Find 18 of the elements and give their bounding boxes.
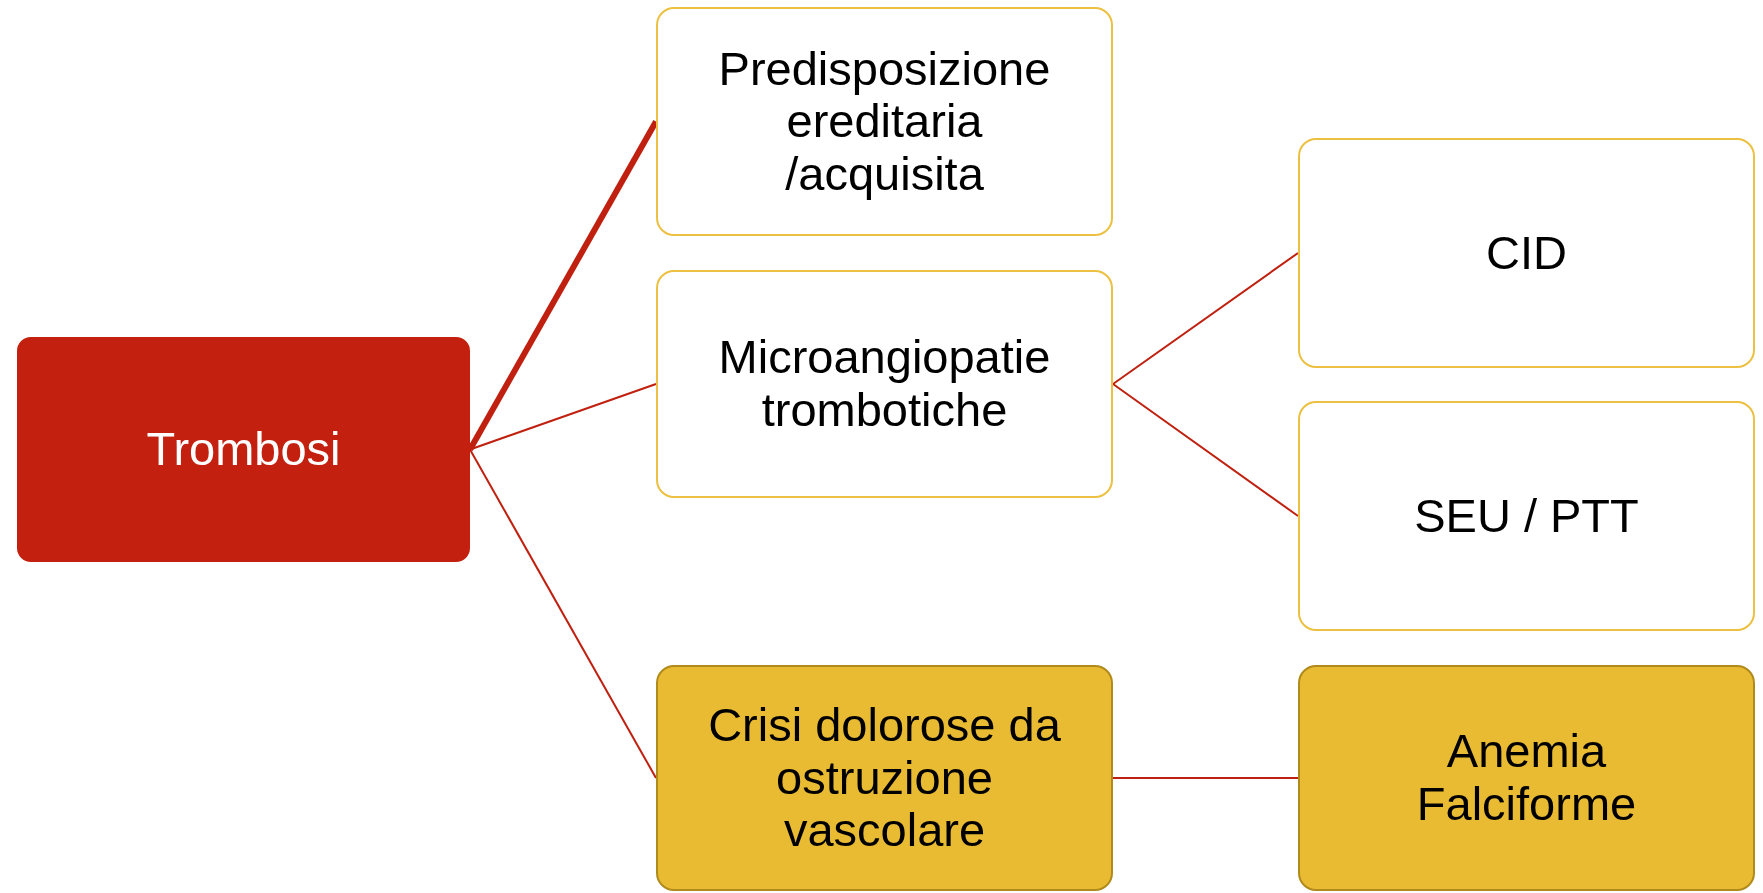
topic-box — [1298, 138, 1755, 368]
highlight-box — [1298, 665, 1755, 891]
connector-line — [1112, 777, 1299, 779]
node-label: Crisi dolorose da ostruzione vascolare — [707, 699, 1062, 857]
root-box — [17, 337, 470, 562]
connector-line — [469, 448, 657, 779]
node-label: CID — [1486, 226, 1567, 280]
highlight-box — [656, 665, 1113, 891]
node-label: Predisposizione ereditaria /acquisita — [717, 42, 1052, 201]
connector-line — [1112, 252, 1299, 385]
node-label: Microangiopatie trombotiche — [717, 331, 1052, 437]
topic-box — [656, 270, 1113, 498]
topic-box — [656, 7, 1113, 236]
node-label: Trombosi — [146, 423, 341, 476]
node-label: SEU / PTT — [1414, 489, 1639, 543]
connector-line — [1112, 383, 1299, 517]
topic-box — [1298, 401, 1755, 631]
node-label: Anemia Falciforme — [1415, 725, 1638, 831]
